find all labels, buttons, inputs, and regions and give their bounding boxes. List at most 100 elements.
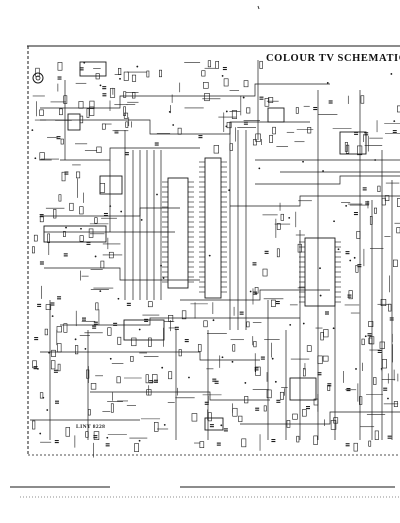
junction-dot [228,189,231,192]
resistor [131,74,137,82]
resistor [262,268,268,277]
resistor [145,374,149,384]
resistor [101,123,106,130]
junction-dot [353,256,356,259]
resistor [368,321,374,327]
resistor [223,78,229,87]
resistor [253,341,257,348]
junction-dot [117,297,120,300]
resistor [306,345,312,352]
resistor [396,227,400,234]
resistor [397,198,400,207]
resistor [246,107,251,114]
components [31,60,400,458]
junction-dot [109,357,112,360]
resistor [373,377,377,385]
resistor [302,368,306,377]
resistor [44,328,48,336]
resistor [272,126,276,135]
resistor [117,336,122,345]
junction-dot [156,193,158,196]
ic-audio [123,319,165,341]
resistor [79,235,84,242]
resistor [116,376,121,384]
resistor [63,323,68,333]
page-border [27,45,400,456]
resistor [232,344,236,352]
junction-dot [39,432,42,435]
resistor [79,206,84,215]
junction-dot [345,204,348,207]
junction-dot [289,323,292,326]
junction-dot [74,338,77,341]
junction-dot [231,360,234,363]
resistor [204,93,210,102]
resistor [123,106,126,116]
junctions [31,61,396,442]
junction-dot [326,81,329,84]
resistor [75,345,79,355]
resistor [203,82,209,89]
resistor [368,337,373,344]
ic-pins [162,161,341,303]
junction-dot [249,290,252,293]
wiring [30,60,400,440]
junction-dot [319,267,321,270]
resistor [359,396,363,405]
resistor [322,355,329,362]
junction-dot [274,380,277,383]
resistor [317,355,323,365]
resistor [96,146,102,153]
ic-tuner [67,113,81,131]
resistor [323,329,329,338]
resistor [302,409,307,417]
resistor [381,197,386,206]
resistor [392,259,398,267]
junction-dot [168,110,171,113]
resistor [39,392,44,399]
resistor [69,202,74,211]
resistor [197,344,202,352]
junction-dot [99,84,102,87]
resistor [123,91,127,98]
junction-dot [242,96,245,99]
resistor [271,299,276,307]
resistor [380,299,387,306]
resistor [226,122,232,129]
junction-dot [380,367,383,370]
resistor [60,138,64,145]
junction-dot [390,73,393,75]
resistor [89,100,95,110]
resistor [31,246,35,254]
junction-dot [37,368,39,370]
resistor [295,107,299,114]
junction-dot [84,348,87,350]
resistor [87,409,91,416]
resistor [86,108,90,118]
resistor [132,92,136,99]
resistor [207,60,212,68]
resistor [177,127,182,135]
ic-ir [267,107,285,123]
resistor [276,248,280,258]
junction-dot [119,77,121,80]
resistor [320,332,324,341]
ic-main-processor [167,177,189,289]
resistor [276,223,281,230]
resistor [243,80,249,88]
resistor [360,95,365,104]
resistor [32,360,37,369]
junction-dot [162,277,165,279]
junction-dot [332,327,335,330]
connector-symbol [32,72,44,84]
junction-dot [387,397,389,400]
resistor [357,145,363,156]
resistor [255,366,261,376]
resistor [79,115,84,124]
junction-dot [65,226,67,229]
junction-dot [51,315,54,317]
resistor [361,338,365,346]
resistor [292,413,298,420]
resistor [246,321,250,328]
